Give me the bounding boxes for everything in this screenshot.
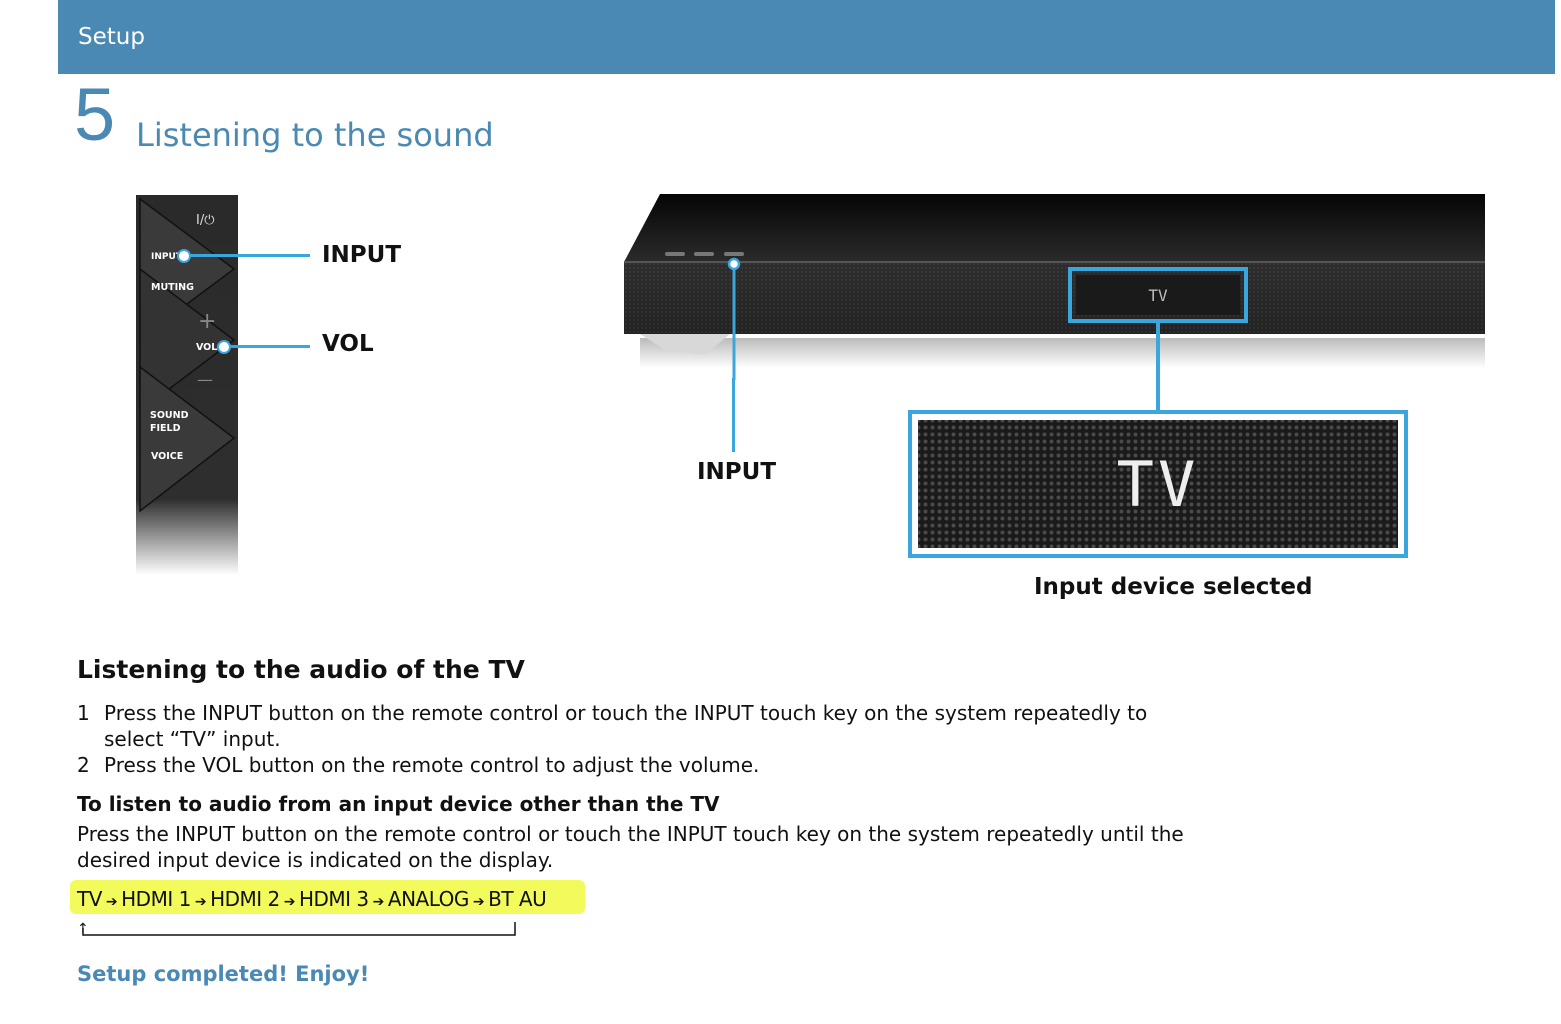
step-text: Press the INPUT button on the remote con…	[104, 701, 1148, 751]
section-banner: Setup	[58, 0, 1555, 74]
remote-sound-label: SOUND	[150, 410, 189, 421]
display-zoom-text: TV	[1117, 448, 1200, 521]
soundbar-illustration: TV	[624, 194, 1485, 380]
loop-arrow-glyph: ↑	[77, 921, 89, 937]
input-callout-label: INPUT	[322, 242, 402, 268]
vol-callout-label: VOL	[322, 331, 374, 357]
remote-vol-label: VOL	[196, 342, 217, 353]
remote-minus-label: —	[197, 370, 213, 389]
arrow-right-icon: ➔	[472, 894, 485, 910]
subsection-heading: To listen to audio from an input device …	[77, 792, 720, 816]
setup-complete-text: Setup completed! Enjoy!	[77, 962, 370, 986]
section-heading: Listening to the audio of the TV	[77, 655, 525, 684]
arrow-right-icon: ➔	[105, 894, 118, 910]
remote-plus-label: +	[198, 309, 216, 334]
display-connector-line	[1156, 378, 1160, 412]
section-title: Setup	[78, 24, 145, 50]
input-sequence: TV➔HDMI 1➔HDMI 2➔HDMI 3➔ANALOG➔BT AU	[77, 887, 547, 911]
system-input-callout-line	[732, 378, 735, 452]
step-number: 5	[74, 73, 116, 156]
arrow-right-icon: ➔	[194, 894, 207, 910]
vol-callout-line	[230, 345, 310, 348]
list-item: 2 Press the VOL button on the remote con…	[77, 752, 1197, 778]
vol-callout-dot	[217, 340, 231, 354]
step-title: Listening to the sound	[136, 116, 494, 154]
highlight-marker	[70, 880, 585, 914]
sequence-item: HDMI 1	[121, 887, 191, 911]
steps-list: 1 Press the INPUT button on the remote c…	[77, 700, 1197, 778]
sequence-item: HDMI 2	[210, 887, 280, 911]
system-input-callout-label: INPUT	[697, 459, 777, 485]
input-callout-dot	[177, 249, 191, 263]
step-text: Press the VOL button on the remote contr…	[104, 753, 760, 777]
display-zoom-illustration: TV	[908, 410, 1408, 558]
arrow-right-icon: ➔	[372, 894, 385, 910]
remote-input-label: INPUT	[151, 252, 183, 262]
loop-arrow-icon: ↑	[77, 921, 516, 937]
sequence-item: ANALOG	[387, 887, 470, 911]
list-item: 1 Press the INPUT button on the remote c…	[77, 700, 1197, 752]
sequence-item: BT AU	[488, 887, 547, 911]
sequence-item: HDMI 3	[298, 887, 369, 911]
step-index: 1	[77, 701, 90, 725]
step-index: 2	[77, 753, 90, 777]
arrow-right-icon: ➔	[283, 894, 296, 910]
remote-voice-label: VOICE	[151, 451, 183, 462]
input-callout-line	[190, 254, 310, 257]
display-caption: Input device selected	[1034, 574, 1313, 600]
remote-muting-label: MUTING	[151, 282, 194, 293]
subsection-text: Press the INPUT button on the remote con…	[77, 822, 1184, 872]
remote-field-label: FIELD	[150, 423, 181, 434]
remote-power-label: I/⏻	[196, 213, 215, 228]
soundbar-display-text: TV	[1148, 286, 1168, 305]
sequence-item: TV	[77, 887, 102, 911]
